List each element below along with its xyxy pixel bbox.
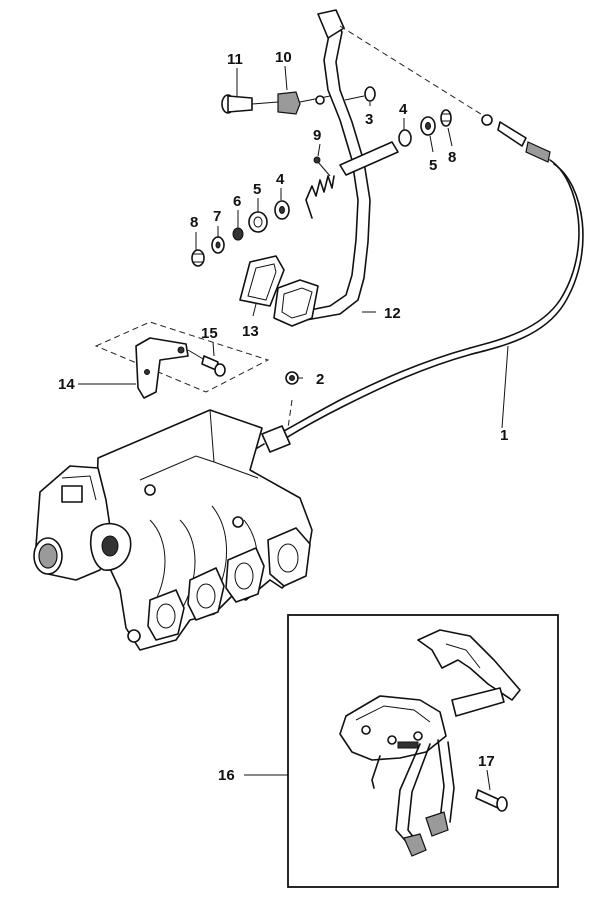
callout-5-left: 5 [253,181,261,198]
callout-15: 15 [201,325,218,342]
clip-left [191,249,205,267]
ring-left [232,227,244,241]
callout-2: 2 [316,371,324,388]
washer-left [274,200,290,220]
callout-9: 9 [313,127,321,144]
callout-3: 3 [365,111,373,128]
callout-8-right: 8 [448,149,456,166]
callout-10: 10 [275,49,292,66]
callout-7: 7 [213,208,221,225]
stopper-rubber [277,91,331,115]
pedal-bracket-inset [244,614,559,888]
spacer-left [211,236,225,254]
callout-4-left: 4 [276,171,285,188]
throttle-body [33,465,132,581]
intake-manifold [95,409,313,651]
callout-labels: 1 2 3 4 4 5 5 6 7 8 8 9 10 11 12 13 14 1… [58,49,508,784]
callout-4-right: 4 [399,101,408,118]
cable-clip [285,371,299,385]
callout-12: 12 [384,305,401,322]
callout-5-right: 5 [429,157,437,174]
callout-11: 11 [227,51,243,68]
callout-16: 16 [218,767,235,784]
callout-1: 1 [500,427,508,444]
bushing-left [248,211,268,233]
callout-13: 13 [242,323,259,340]
callout-8-left: 8 [190,214,198,231]
bracket-bolt [187,349,226,377]
cable-bracket [94,321,270,399]
leader-lines [78,65,509,429]
washer-right [420,116,436,136]
pedal-pad-cover [239,255,285,307]
callout-6: 6 [233,193,241,210]
callout-14: 14 [58,376,75,393]
bushing-3 [344,86,376,102]
callout-17: 17 [478,753,495,770]
pivot-shaft [339,141,399,176]
stopper-bolt [221,94,279,114]
return-spring [305,156,335,219]
bushing-right [398,129,412,147]
clip-right [440,109,452,127]
accelerator-pedal-arm [273,9,371,327]
